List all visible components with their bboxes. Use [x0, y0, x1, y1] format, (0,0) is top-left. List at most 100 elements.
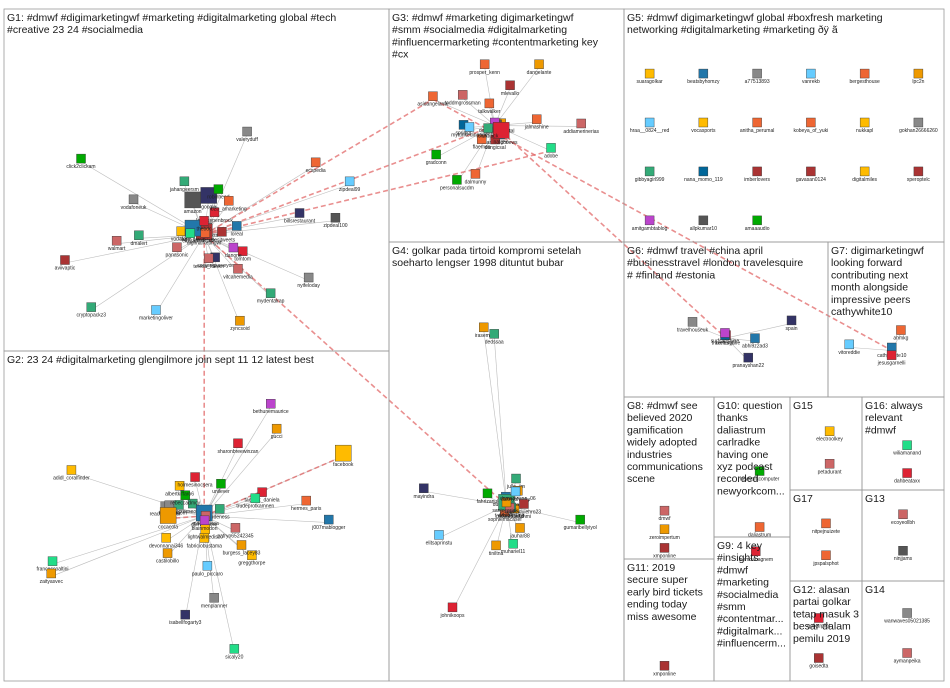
node-golkarpilot[interactable]: [814, 613, 824, 623]
node-nitpejnuizete[interactable]: [821, 518, 831, 529]
node-jpspalsphot[interactable]: [821, 550, 831, 560]
node-zipdeal99[interactable]: [344, 176, 355, 187]
node-panasonic[interactable]: [172, 242, 182, 252]
node-nukkapl[interactable]: [859, 117, 870, 128]
node-travelhouseuk[interactable]: [687, 317, 698, 327]
node-abhi9z2ad3[interactable]: [750, 333, 760, 343]
node-daliastrum[interactable]: [754, 522, 765, 532]
node-blainmodon[interactable]: [199, 515, 210, 526]
node-dangelante[interactable]: [534, 59, 544, 69]
node-imberlovers[interactable]: [752, 166, 762, 177]
node-mayindra[interactable]: [419, 483, 429, 493]
node-click2clickam[interactable]: [76, 153, 86, 164]
node-google[interactable]: [200, 187, 217, 204]
node-vitoreddie[interactable]: [844, 339, 854, 350]
node-sicaly20[interactable]: [229, 644, 240, 654]
node-stuartabr[interactable]: [200, 228, 210, 238]
node-albertkiffaro6[interactable]: [174, 481, 185, 491]
node-bergesthouse[interactable]: [859, 68, 870, 79]
node-dewaduiehro23[interactable]: [519, 499, 529, 509]
node-nyifeloday[interactable]: [303, 272, 314, 283]
node-holmesinocsera[interactable]: [190, 472, 200, 482]
node-digitalmiles[interactable]: [859, 166, 870, 177]
node-dedssaa[interactable]: [489, 329, 499, 339]
node-isabellfogarty3[interactable]: [180, 609, 190, 620]
node-elitsaprinstu[interactable]: [434, 530, 444, 540]
node-fahrizanul[interactable]: [482, 488, 493, 499]
node-jauhar88[interactable]: [515, 523, 525, 533]
node-beatsbyhomzy[interactable]: [698, 68, 709, 79]
node-lpc2n[interactable]: [913, 68, 924, 79]
node-talkwalker[interactable]: [484, 98, 495, 109]
node-vodafone[interactable]: [176, 226, 186, 236]
node-devonnanai346[interactable]: [161, 533, 171, 543]
node-menplanner[interactable]: [209, 593, 219, 603]
node-vanrekb[interactable]: [806, 68, 816, 79]
node-johnikoops[interactable]: [447, 602, 458, 613]
node-gibbyagirl999[interactable]: [644, 166, 655, 177]
node-myttinkedinpage[interactable]: [464, 122, 475, 132]
node-amaaaudio[interactable]: [752, 215, 762, 226]
node-adobe[interactable]: [546, 143, 556, 153]
node-ecoyeollbh[interactable]: [898, 509, 908, 519]
node-xperoptelc[interactable]: [913, 166, 924, 177]
node-petadurant[interactable]: [824, 459, 835, 469]
node-burgess_lacey83[interactable]: [236, 540, 247, 550]
node-francescoaltini[interactable]: [47, 556, 58, 566]
node-toddmgrossman[interactable]: [457, 90, 468, 100]
node-surfsunshine[interactable]: [720, 328, 730, 338]
node-zeroimpertum[interactable]: [659, 524, 670, 534]
node-vodafoneuk[interactable]: [128, 194, 139, 205]
node-trudeprotkamnen[interactable]: [250, 493, 261, 503]
node-suaragolkar[interactable]: [644, 68, 655, 79]
node-teresa_fdeom[interactable]: [203, 253, 214, 263]
node-mlevallo[interactable]: [505, 80, 515, 90]
node-natgeo[interactable]: [493, 122, 510, 139]
node-tacrosseoooeio1[interactable]: [188, 498, 198, 509]
node-allpkumar10[interactable]: [698, 215, 709, 226]
node-lampkepenbrock[interactable]: [209, 207, 220, 218]
node-thebdc[interactable]: [199, 216, 209, 226]
node-sharonbreewinzan[interactable]: [233, 438, 243, 449]
node-dalmunny[interactable]: [470, 169, 481, 179]
node-castilobillo[interactable]: [162, 548, 173, 558]
node-amitgambtablog[interactable]: [644, 215, 655, 226]
node-addiamerinerias[interactable]: [576, 118, 586, 129]
node-tiniltna[interactable]: [491, 540, 501, 551]
node-tomtom[interactable]: [238, 246, 248, 256]
node-cocacola[interactable]: [159, 507, 177, 524]
node-dahbeataxx[interactable]: [902, 468, 912, 478]
node-zyncsoid[interactable]: [235, 315, 245, 326]
node-hraa__0824__red[interactable]: [644, 117, 655, 128]
node-ahmkg[interactable]: [896, 325, 906, 335]
node-viacom[interactable]: [174, 500, 184, 510]
node-jahangeersm[interactable]: [179, 176, 190, 187]
node-b2b_amarketing[interactable]: [224, 196, 234, 206]
node-dmalert[interactable]: [134, 230, 144, 240]
node-gavasan0124[interactable]: [806, 166, 816, 177]
node-jullo_jim[interactable]: [511, 473, 521, 484]
node-rebeccadmcy[interactable]: [180, 490, 190, 500]
node-flaemon[interactable]: [476, 134, 487, 144]
node-inemoaoagnem[interactable]: [751, 546, 761, 556]
node-billsrestaurant[interactable]: [294, 208, 305, 218]
node-spain[interactable]: [786, 315, 797, 326]
node-jalmashine[interactable]: [531, 114, 542, 124]
node-adidl_coralfinder[interactable]: [66, 465, 77, 475]
node-wanwaves05021385[interactable]: [902, 608, 912, 618]
node-goisedta[interactable]: [814, 653, 824, 663]
node-judeness[interactable]: [214, 504, 225, 514]
node-xmponline[interactable]: [659, 661, 670, 671]
node-vocasports[interactable]: [698, 117, 709, 128]
node-personalsucdm[interactable]: [452, 175, 462, 185]
node-a77513893[interactable]: [752, 68, 762, 79]
node-danone[interactable]: [228, 242, 239, 253]
node-robinhead[interactable]: [213, 184, 224, 194]
node-gradconn[interactable]: [431, 149, 441, 160]
node-clicktrack[interactable]: [483, 123, 493, 133]
node-dmwf[interactable]: [659, 505, 670, 516]
node-mydentalrap[interactable]: [265, 288, 276, 298]
node-gucci[interactable]: [271, 423, 282, 434]
node-newyorkcomputer[interactable]: [754, 466, 765, 476]
node-jesusgarnelli[interactable]: [886, 350, 897, 360]
